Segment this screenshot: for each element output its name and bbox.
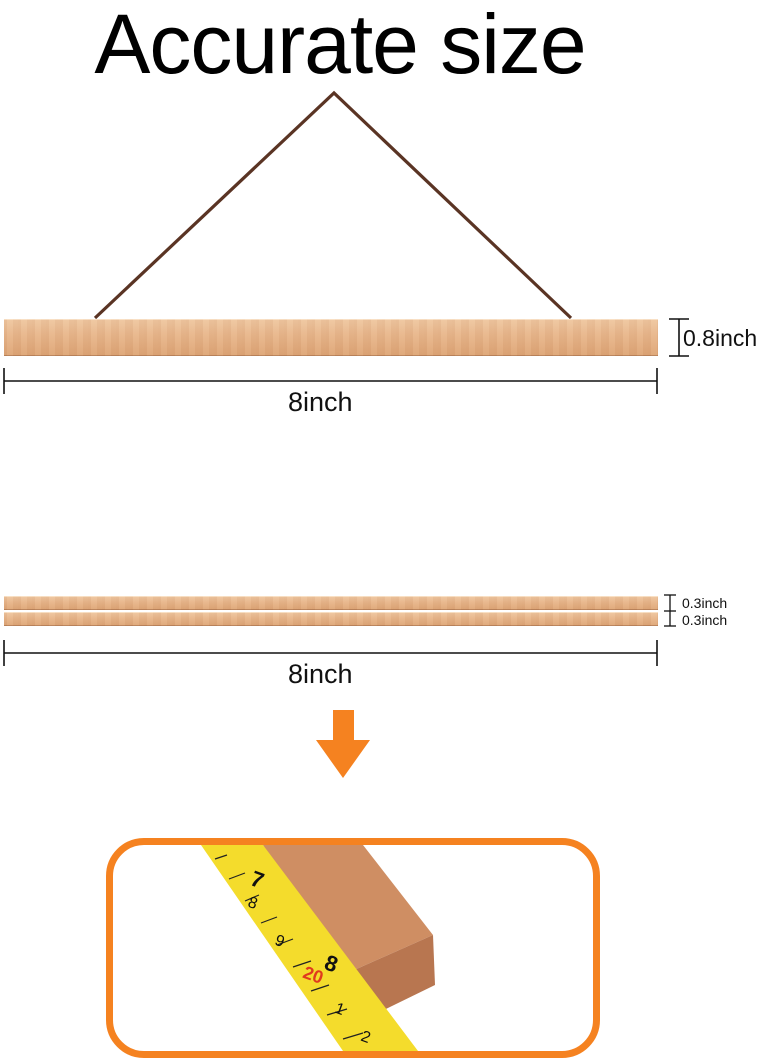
page-title: Accurate size — [94, 0, 586, 91]
bar-height-bracket — [669, 318, 689, 357]
strip-thickness-brackets — [664, 594, 676, 627]
hanging-cord — [93, 90, 573, 320]
strip-bottom-label: 0.3inch — [682, 612, 728, 628]
strip-length-label: 8inch — [288, 659, 353, 689]
bar-length-line — [3, 368, 658, 394]
strip-top — [4, 596, 658, 610]
bar-length-label: 8inch — [288, 387, 353, 417]
down-arrow-icon — [316, 710, 370, 778]
strip-length-line — [3, 640, 658, 666]
tape-measure-closeup — [201, 845, 435, 1051]
hanger-bar — [4, 319, 658, 356]
closeup-wood-top — [263, 845, 433, 975]
strip-top-label: 0.3inch — [682, 595, 728, 611]
strip-bottom — [4, 612, 658, 626]
bar-height-label: 0.8inch — [683, 325, 758, 351]
closeup-frame: 7 8 9 20 8 1 2 — [106, 838, 600, 1058]
